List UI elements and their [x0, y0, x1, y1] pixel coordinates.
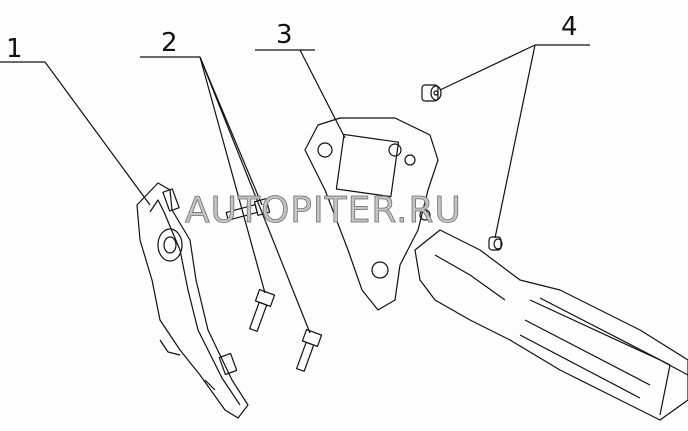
- leader-lines: [0, 44, 590, 334]
- watermark: AUTOPITER.RU: [185, 190, 462, 231]
- pedal-bracket-drawing: [136, 182, 249, 419]
- nuts-drawing: [421, 84, 503, 251]
- callout-4: 4: [561, 12, 578, 42]
- callout-3: 3: [276, 20, 293, 50]
- callout-2: 2: [161, 28, 178, 58]
- accelerator-pedal-drawing: [304, 117, 688, 421]
- bolts-drawing: [225, 198, 323, 372]
- callout-1: 1: [6, 34, 23, 64]
